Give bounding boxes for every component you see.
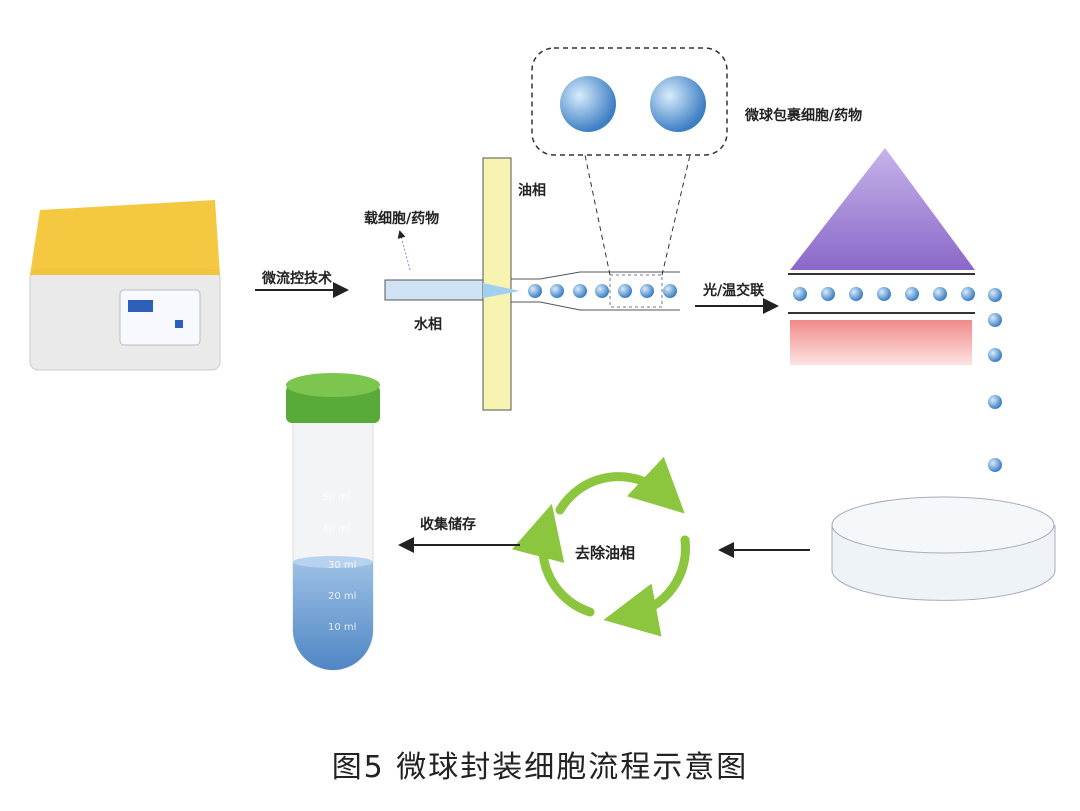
droplet [988,313,1002,327]
label-remove-oil: 去除油相 [575,544,636,562]
label-cell-drug: 载细胞/药物 [364,211,440,227]
label-crosslink: 光/温交联 [703,283,765,299]
droplet [988,288,1002,302]
label-oil-phase: 油相 [518,183,546,199]
droplet [595,284,609,298]
droplet [988,395,1002,409]
tube-mark: 50 ml [322,492,350,503]
droplet [933,287,947,301]
droplet [663,284,677,298]
droplet [640,284,654,298]
tube-mark: 20 ml [328,591,356,602]
recycle-icon [512,456,690,637]
crosslinking-station [788,148,975,365]
collection-tube: 50 ml 40 ml 30 ml 20 ml 10 ml [286,373,380,671]
droplet [988,348,1002,362]
label-encapsulated: 微球包裹细胞/药物 [745,108,863,124]
droplet [961,287,975,301]
droplet [528,284,542,298]
droplet [905,287,919,301]
microfluidic-device [29,200,221,371]
label-water-phase: 水相 [414,317,442,333]
petri-dish [831,496,1056,601]
droplet [877,287,891,301]
droplet [821,287,835,301]
label-microfluidic: 微流控技术 [262,271,332,287]
droplet [849,287,863,301]
label-collect-store: 收集储存 [420,517,476,533]
microfluidic-chip [384,47,728,411]
tube-mark: 40 ml [322,524,350,535]
droplet [793,287,807,301]
droplet [573,284,587,298]
tube-mark: 10 ml [328,622,356,633]
droplet [988,458,1002,472]
figure-caption: 图5 微球封装细胞流程示意图 [331,750,749,785]
droplet [618,284,632,298]
droplet [550,284,564,298]
tube-mark: 30 ml [328,560,356,571]
